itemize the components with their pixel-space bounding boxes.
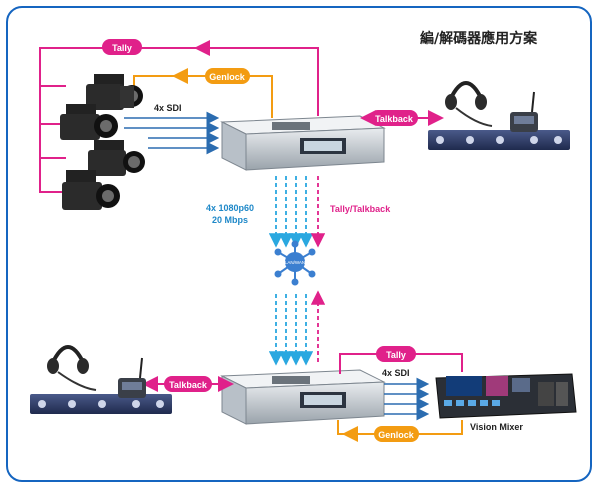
talkback-link-bottom: Talkback [142, 376, 234, 392]
sdi-label-top: 4x SDI [154, 103, 182, 113]
stream-format-label: 4x 1080p60 [206, 203, 254, 213]
tally-talkback-label: Tally/Talkback [330, 204, 391, 214]
intercom-rack-top [428, 130, 570, 150]
sdi-lines-bottom [384, 377, 430, 421]
encoder-unit [220, 115, 386, 171]
sdi-label-bottom: 4x SDI [382, 368, 410, 378]
talkback-label-top: Talkback [375, 114, 414, 124]
genlock-line-bottom: Genlock [337, 420, 463, 442]
vision-mixer-label: Vision Mixer [470, 422, 523, 432]
headset-icon-top [445, 81, 493, 127]
tally-label-bottom: Tally [386, 350, 406, 360]
camera-1-icon [86, 74, 143, 110]
tally-pill-top: Tally [102, 39, 142, 55]
genlock-label-bottom: Genlock [378, 430, 415, 440]
sdi-lines-top [124, 111, 220, 155]
talkback-label-bottom: Talkback [169, 380, 208, 390]
genlock-line-top [133, 68, 273, 118]
genlock-label-top: Genlock [209, 72, 246, 82]
network-hub-icon: LAN/WAN [274, 240, 316, 286]
diagram-title: 編/解碼器應用方案 [420, 31, 538, 47]
beltpack-icon-top [510, 91, 538, 132]
decoder-unit [220, 369, 386, 425]
talkback-link-top: Talkback [360, 110, 444, 126]
tally-label-top: Tally [112, 43, 132, 53]
headset-icon-bottom [47, 345, 97, 391]
camera-3-icon [88, 140, 145, 176]
beltpack-icon-bottom [118, 357, 146, 398]
camera-4-icon [62, 170, 120, 210]
genlock-pill-top: Genlock [205, 68, 250, 84]
intercom-rack-bottom [30, 394, 172, 414]
tally-loop-bottom: Tally [339, 346, 463, 374]
stream-bitrate-label: 20 Mbps [212, 215, 248, 225]
camera-2-icon [60, 104, 118, 140]
vision-mixer-icon [435, 373, 577, 419]
stream-lines-top [268, 176, 326, 248]
stream-lines-bottom [268, 290, 326, 366]
network-label: LAN/WAN [285, 260, 305, 265]
